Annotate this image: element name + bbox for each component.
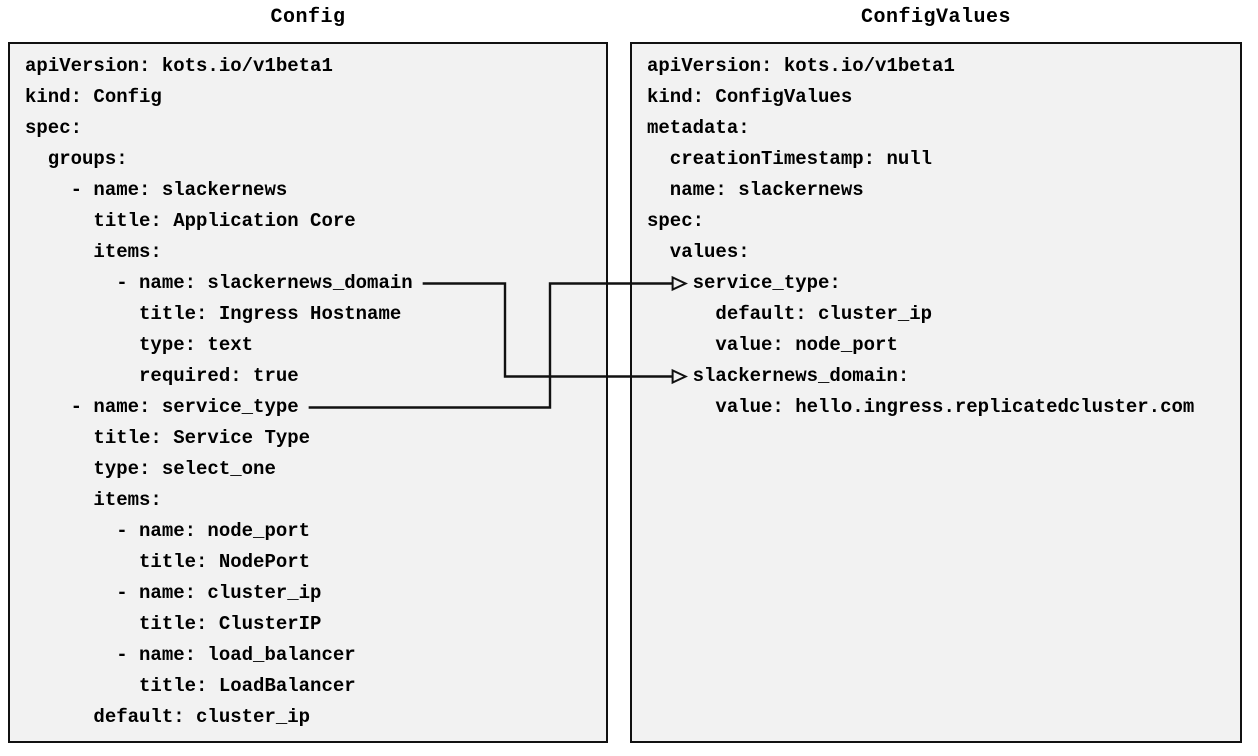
config-yaml-code: apiVersion: kots.io/v1beta1 kind: Config s… [25, 51, 598, 733]
yaml-line: slackernews_domain: [647, 365, 910, 387]
config-panel-title: Config [270, 6, 346, 29]
configvalues-yaml-code: apiVersion: kots.io/v1beta1 kind: ConfigV… [647, 51, 1232, 423]
yaml-line: required: true [25, 365, 299, 387]
yaml-line: value: hello.ingress.replicatedcluster.c… [647, 396, 1195, 418]
yaml-line: spec: [25, 117, 83, 139]
yaml-line: default: cluster_ip [647, 303, 933, 325]
yaml-line: name: slackernews [647, 179, 864, 201]
yaml-line: service_type: [647, 272, 841, 294]
yaml-line: title: NodePort [25, 551, 311, 573]
yaml-line: title: Ingress Hostname [25, 303, 402, 325]
yaml-line: apiVersion: kots.io/v1beta1 [647, 55, 955, 77]
yaml-line: - name: cluster_ip [25, 582, 322, 604]
yaml-line: - name: load_balancer [25, 644, 356, 666]
yaml-line: title: ClusterIP [25, 613, 322, 635]
yaml-line: type: select_one [25, 458, 276, 480]
yaml-line: items: [25, 241, 162, 263]
yaml-line: spec: [647, 210, 705, 232]
yaml-line: kind: ConfigValues [647, 86, 853, 108]
config-panel: apiVersion: kots.io/v1beta1 kind: Config s… [8, 42, 608, 743]
yaml-line: default: cluster_ip [25, 706, 311, 728]
configvalues-panel-title: ConfigValues [860, 6, 1012, 29]
yaml-line: type: text [25, 334, 254, 356]
yaml-line: title: LoadBalancer [25, 675, 356, 697]
yaml-line: values: [647, 241, 750, 263]
yaml-line: - name: service_type [25, 396, 299, 418]
yaml-line: metadata: [647, 117, 750, 139]
yaml-line: items: [25, 489, 162, 511]
yaml-line: - name: slackernews [25, 179, 288, 201]
yaml-line: kind: Config [25, 86, 162, 108]
yaml-line: - name: node_port [25, 520, 311, 542]
yaml-line: apiVersion: kots.io/v1beta1 [25, 55, 333, 77]
yaml-line: title: Application Core [25, 210, 356, 232]
yaml-line: creationTimestamp: null [647, 148, 933, 170]
configvalues-panel: apiVersion: kots.io/v1beta1 kind: ConfigV… [630, 42, 1242, 743]
yaml-line: - name: slackernews_domain [25, 272, 413, 294]
yaml-line: groups: [25, 148, 128, 170]
yaml-line: title: Service Type [25, 427, 311, 449]
yaml-line: value: node_port [647, 334, 898, 356]
